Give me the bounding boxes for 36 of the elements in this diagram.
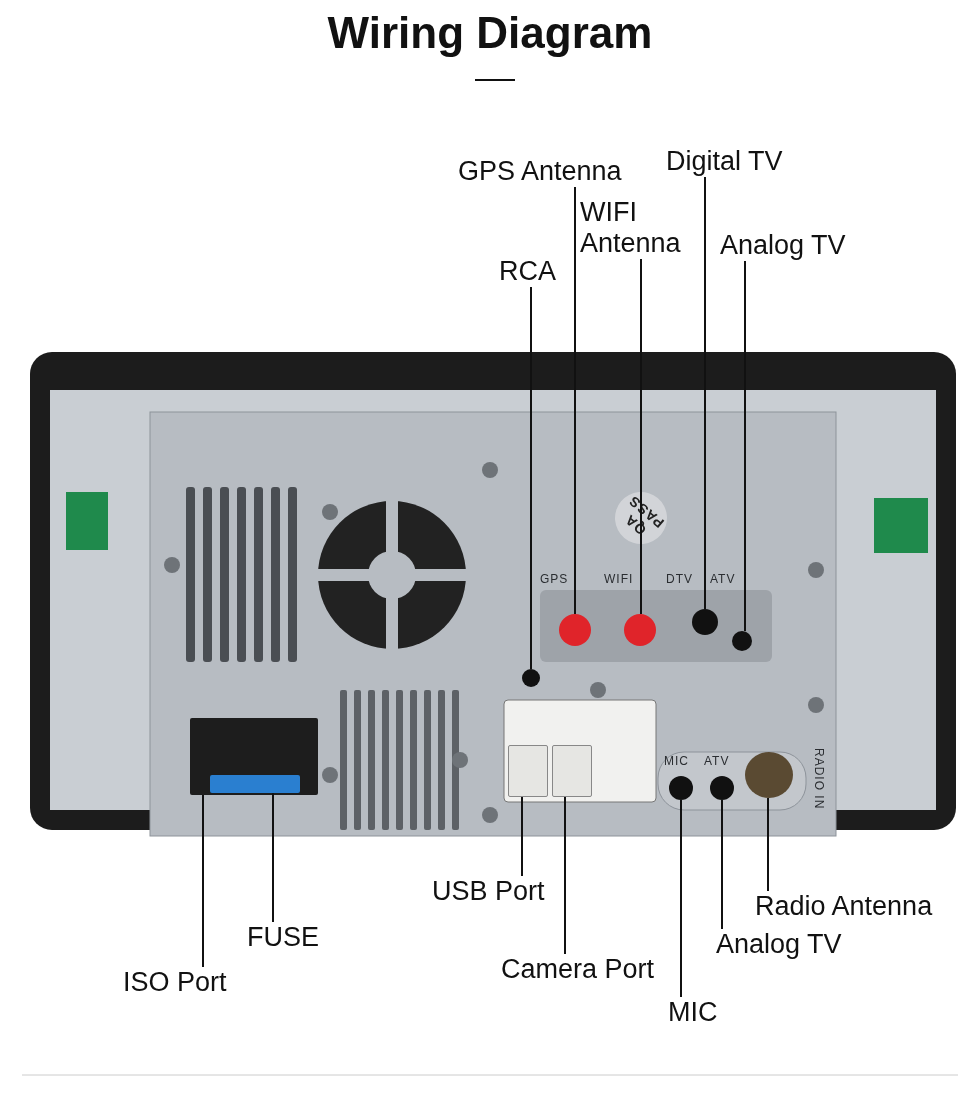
port-marking: DTV [666,572,693,586]
leader-line [721,799,723,930]
callout-label: FUSE [247,922,319,953]
leader-line [680,799,682,998]
callout-label: Radio Antenna [755,891,933,922]
leader-line [704,176,706,610]
callout-label: MIC [668,997,718,1028]
iso-connector [190,718,318,795]
callout-label: Analog TV [720,230,846,261]
leader-line [744,260,746,632]
callout-label: Digital TV [666,146,783,177]
callout-label: Analog TV [716,929,842,960]
port-marking: GPS [540,572,569,586]
title: Wiring Diagram [326,8,654,58]
fuse [210,775,300,793]
connector-port [508,745,548,797]
port-marking: ATV [710,572,736,586]
callout-label: GPS Antenna [458,156,622,187]
connector-port [552,745,592,797]
leader-line [530,286,532,670]
callout-label: RCA [499,256,556,287]
leader-line [767,797,769,892]
port-marking: ATV [704,754,730,768]
callout-label: WIFI Antenna [580,197,700,259]
port-marking: WIFI [604,572,634,586]
leader-line [202,794,204,968]
leader-line [640,258,642,615]
leader-line [272,792,274,923]
leader-line [564,796,566,955]
port-marking: MIC [664,754,689,768]
leader-line [574,186,576,615]
callout-label: Camera Port [501,954,655,985]
port-marking: RADIO IN [812,748,826,810]
leader-line [521,796,523,877]
callout-label: ISO Port [123,967,227,998]
callout-label: USB Port [432,876,545,907]
